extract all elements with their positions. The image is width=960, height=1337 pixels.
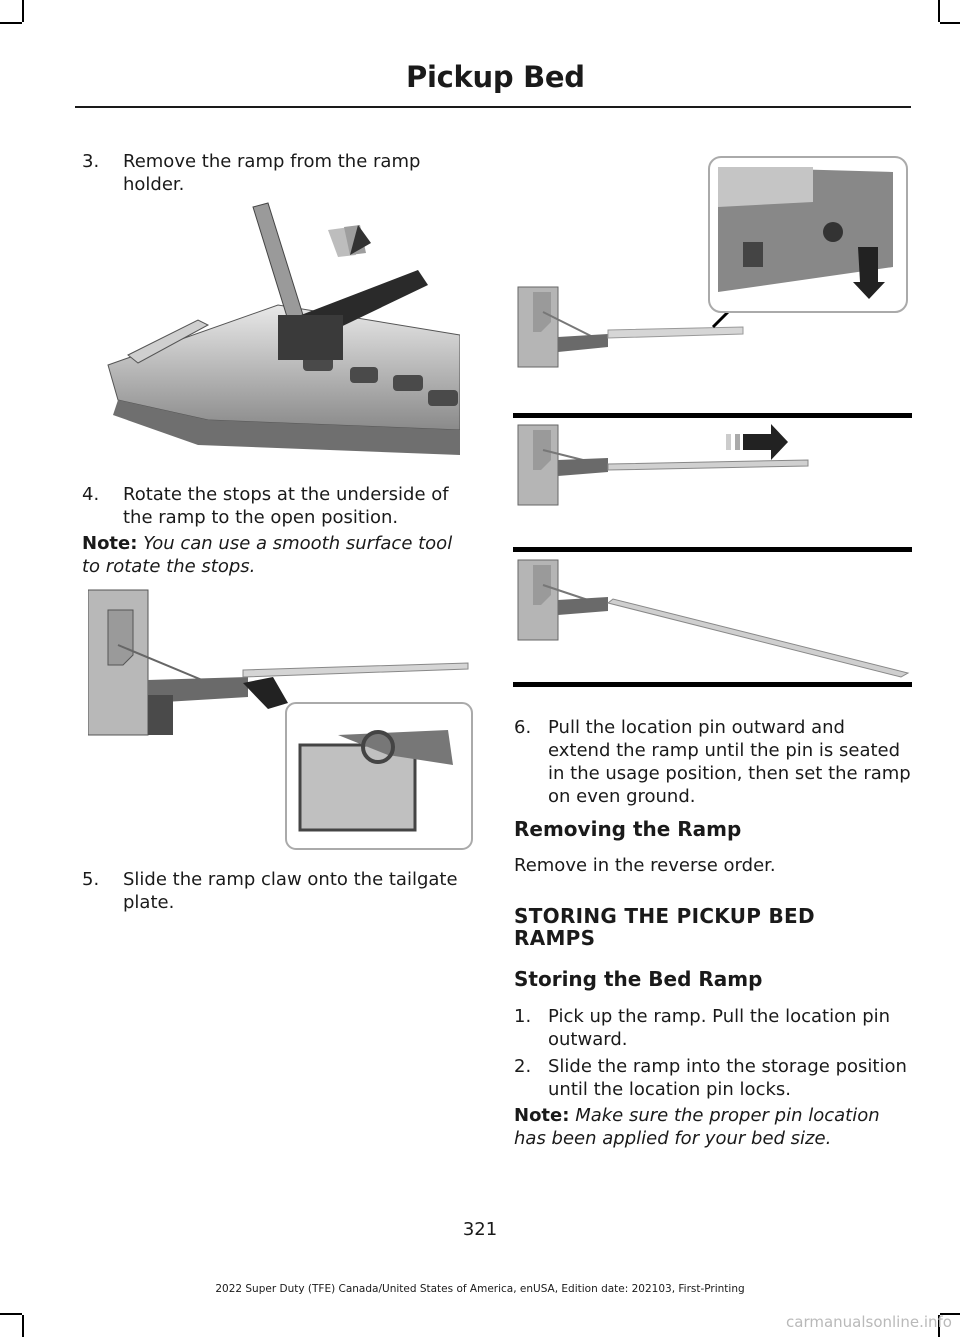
pin-pull-illustration [517,156,908,368]
crop-mark [22,1315,24,1337]
step-text: Pull the location pin outward and extend… [548,717,911,807]
step-number: 5. [82,869,100,890]
step-3: 3. Remove the ramp from the ramp holder. [82,150,462,196]
crop-mark [938,1315,940,1337]
crop-mark [940,22,960,24]
note-label: Note: [514,1105,570,1126]
ramp-ground-illustration [517,559,910,678]
step-text: Slide the ramp claw onto the tailgate pl… [123,869,458,913]
step-6: 6. Pull the location pin outward and ext… [514,716,912,808]
ramp-extend-illustration [517,424,809,506]
header-divider [75,106,911,108]
note-pin-location: Note: Make sure the proper pin location … [514,1104,912,1150]
note-text: You can use a smooth surface tool to rot… [82,533,453,577]
page-number: 321 [462,1219,498,1240]
store-step-1: 1. Pick up the ramp. Pull the location p… [514,1005,912,1051]
step-number: 4. [82,484,100,505]
crop-mark [0,1313,22,1315]
step-4: 4. Rotate the stops at the underside of … [82,483,462,529]
step-number: 2. [514,1056,532,1077]
step-5: 5. Slide the ramp claw onto the tailgate… [82,868,467,914]
crop-mark [938,0,940,22]
ramp-holder-illustration [107,202,460,455]
step-number: 3. [82,151,100,172]
crop-mark [0,22,22,24]
subheading-storing-bed-ramp: Storing the Bed Ramp [514,967,763,991]
illustration-divider [513,413,912,418]
note-label: Note: [82,533,138,554]
ramp-stops-illustration [88,589,473,850]
section-heading-removing: Removing the Ramp [514,817,742,841]
store-step-2: 2. Slide the ramp into the storage posit… [514,1055,912,1101]
step-text: Pick up the ramp. Pull the location pin … [548,1006,891,1050]
watermark: carmanualsonline.info [786,1313,952,1331]
illustration-divider [513,547,912,552]
illustration-divider [513,682,912,687]
step-text: Remove the ramp from the ramp holder. [123,151,421,195]
step-text: Slide the ramp into the storage position… [548,1056,907,1100]
page-title: Pickup Bed [406,60,585,94]
crop-mark [940,1313,960,1315]
step-number: 6. [514,717,532,738]
note-rotate-stops: Note: You can use a smooth surface tool … [82,532,467,578]
removing-text: Remove in the reverse order. [514,855,776,876]
step-number: 1. [514,1006,532,1027]
footer-edition: 2022 Super Duty (TFE) Canada/United Stat… [215,1283,745,1295]
crop-mark [22,0,24,22]
section-heading-storing: STORING THE PICKUP BED RAMPS [514,904,815,950]
note-text: Make sure the proper pin location has be… [514,1105,880,1149]
step-text: Rotate the stops at the underside of the… [123,484,449,528]
